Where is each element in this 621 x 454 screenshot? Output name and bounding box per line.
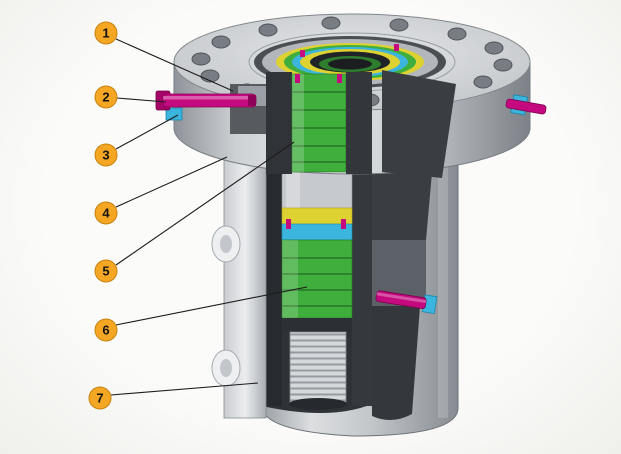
svg-text:6: 6	[102, 323, 109, 338]
leader-line-4	[115, 156, 228, 208]
svg-text:5: 5	[102, 264, 109, 279]
leader-line-6	[115, 286, 308, 326]
callout-badge-4: 4	[94, 201, 118, 225]
callout-badge-1: 1	[94, 21, 118, 45]
svg-text:3: 3	[102, 148, 109, 163]
callout-badge-7: 7	[88, 386, 112, 410]
lock-screw-lower-right	[375, 290, 438, 314]
callout-badge-6: 6	[94, 318, 118, 342]
svg-text:4: 4	[102, 206, 110, 221]
leader-line-1	[115, 38, 234, 92]
callout-badge-2: 2	[94, 85, 118, 109]
lock-screw-right	[505, 94, 547, 116]
leader-line-2	[116, 97, 167, 103]
svg-text:2: 2	[102, 90, 109, 105]
inner-hanger-stack	[281, 149, 353, 410]
callout-badge-5: 5	[94, 259, 118, 283]
lock-screw-left	[155, 90, 257, 121]
leader-lines	[110, 38, 308, 396]
callouts: 1 2 3 4 5 6 7	[88, 21, 118, 410]
svg-text:1: 1	[102, 26, 109, 41]
leader-line-3	[115, 114, 179, 150]
callout-badge-3: 3	[94, 143, 118, 167]
leader-line-7	[110, 382, 259, 396]
flange-cutaway	[230, 70, 456, 178]
cut-plate	[211, 157, 267, 419]
leader-line-5	[115, 141, 295, 266]
svg-text:7: 7	[96, 391, 103, 406]
